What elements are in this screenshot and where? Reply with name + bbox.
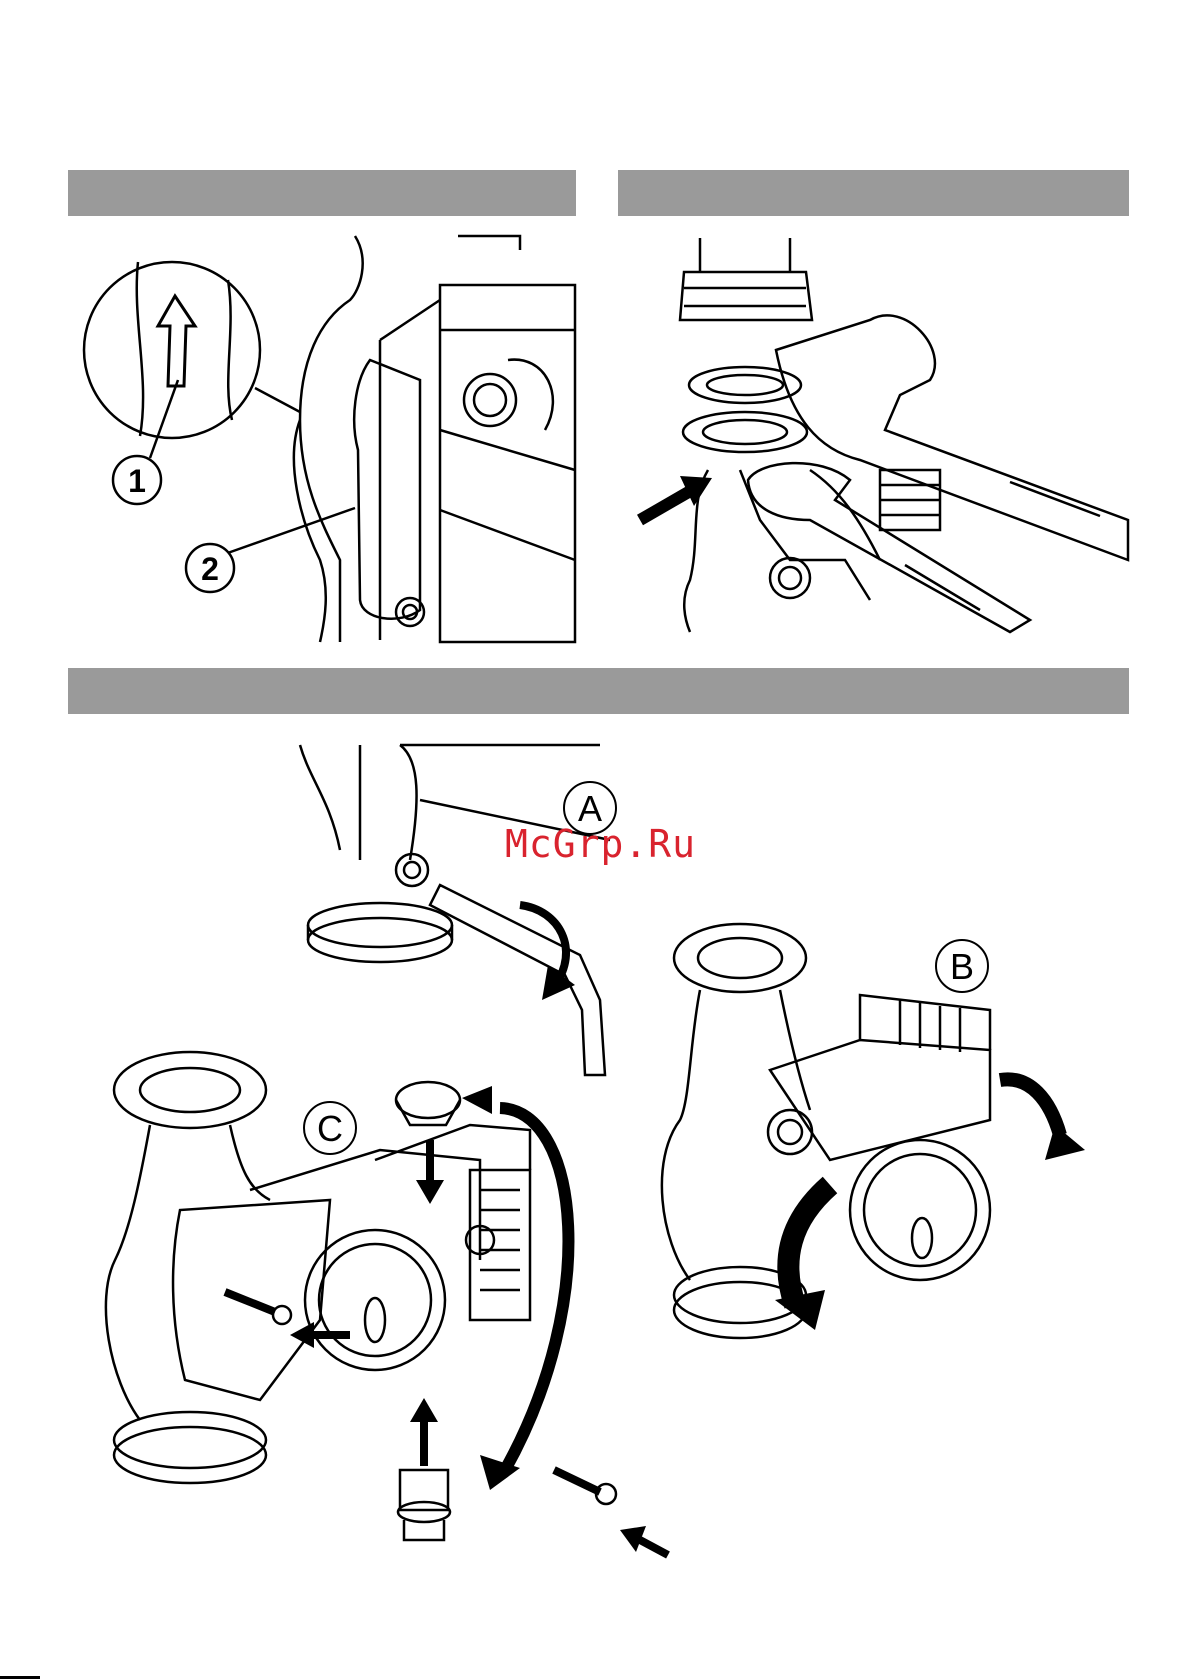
small-wrench-icon [748, 463, 1030, 632]
rotate-arrow-b-left-icon [788, 1185, 830, 1305]
magnifier-circle [84, 262, 260, 438]
figure-1-pump-direction-arrow [84, 236, 575, 642]
cap-icon [396, 1082, 460, 1118]
step-a-hex-key-drawing [300, 745, 610, 1075]
screw-icon [554, 1470, 600, 1492]
step-b-rotate-motor-drawing [662, 924, 990, 1338]
down-arrow-c-head-icon [416, 1180, 444, 1204]
watermark: McGrp.Ru [505, 822, 696, 866]
step-b-letter: B [950, 946, 974, 987]
swap-arrow-c-tail-icon [462, 1086, 492, 1114]
screw-arrow-icon [640, 1540, 668, 1555]
callout-2: 2 [186, 544, 234, 592]
hex-key-icon [430, 885, 605, 1075]
step-b-label: B [936, 940, 988, 992]
callout-1: 1 [113, 456, 161, 504]
step-c-label: C [304, 1102, 356, 1154]
flow-direction-arrow-icon [158, 296, 195, 386]
terminal-box-icon [770, 1040, 990, 1160]
step-c-letter: C [317, 1108, 343, 1149]
large-wrench-icon [776, 315, 1128, 560]
callout-2-label: 2 [201, 551, 219, 587]
callout-1-label: 1 [128, 463, 146, 499]
up-arrow-c-head-icon [410, 1398, 438, 1422]
push-arrow-icon [640, 490, 692, 520]
figure-2-wrench-tightening [680, 238, 1128, 632]
rotate-arrow-b-right-icon [1000, 1079, 1060, 1135]
